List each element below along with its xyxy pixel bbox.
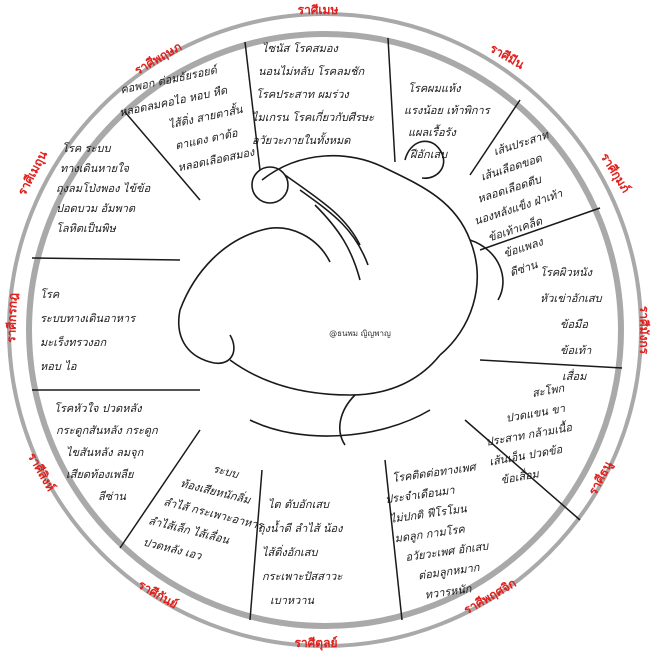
divider-8: [249, 469, 263, 621]
divider-5: [479, 359, 623, 369]
divider-3: [469, 99, 521, 176]
ailment-line: ทางเดินหายใจ: [60, 162, 129, 175]
ailment-line: ต่อมลูกหมาก: [417, 561, 481, 583]
outer-ring: [7, 12, 643, 648]
ailment-line: ดีซ่าน: [508, 258, 539, 279]
ailment-line: ไส้ติ่งอักเสบ: [262, 544, 319, 559]
sign-label-mesha: ราศีเมษ: [298, 3, 339, 17]
sign-label-singha: ราศีสิงห์: [25, 450, 58, 493]
ailment-line: ปอดบวม อัมพาต: [56, 202, 136, 215]
ailment-line: โรคผิวหนัง: [540, 266, 594, 279]
yoga-figure-icon: [178, 140, 504, 446]
ailment-line: อวัยวะภายในทั้งหมด: [252, 132, 351, 147]
ailment-line: ถุงน้ำดี ลำไส้ น้อง: [258, 520, 344, 535]
ailment-line: เบาหวาน: [270, 594, 315, 607]
divider-1: [244, 41, 261, 171]
ailments-mangkon: โรคผิวหนัง หัวเข่าอักเสบ ข้อมือ ข้อเท้า …: [540, 266, 603, 383]
ailment-line: ฝีอักเสบ: [410, 148, 448, 161]
ailment-line: โรค: [40, 288, 60, 301]
ailment-line: กระดูกสันหลัง กระดูก: [56, 424, 159, 437]
ailment-line: สะโพก: [531, 381, 567, 400]
sign-label-kataka: ราศีกรกฎ: [4, 293, 20, 343]
ailment-line: ประจำเดือนมา: [384, 484, 456, 507]
ailment-line: โรคติดต่อทางเพศ: [391, 460, 478, 485]
ailments-mithun: โรค ระบบ ทางเดินหายใจ ถุงลมโป่งพอง ไข้ข้…: [56, 142, 151, 235]
ailment-line: ไขสันหลัง ลมจุก: [66, 446, 145, 459]
ailment-line: เสื่อม: [562, 368, 587, 383]
ailment-line: มะเร็งทรวงอก: [40, 335, 108, 349]
ailments-singha: โรคหัวใจ ปวดหลัง กระดูกสันหลัง กระดูก ไข…: [54, 402, 159, 503]
figure-credit: @ธนพม ญิญพาญ: [329, 329, 391, 338]
ailment-line: โลหิตเป็นพิษ: [56, 221, 117, 235]
ailment-line: ไซนัส โรคสมอง: [262, 42, 339, 55]
ailment-line: ปวดหลัง เอว: [142, 536, 204, 563]
ailment-line: แผลเรื้อรัง: [408, 124, 457, 139]
ailment-line: โรคประสาท ผมร่วง: [256, 88, 350, 101]
ailment-line: ไต ตับอักเสบ: [268, 498, 330, 511]
ailment-line: กระเพาะปัสสาวะ: [262, 570, 343, 583]
ailment-line: ไม่ปกติ ฟีโรโมน: [389, 502, 468, 526]
ailment-line: หัวเข่าอักเสบ: [540, 292, 603, 305]
sign-label-mithun: ราศีเมถุน: [15, 148, 51, 198]
ailments-thanu: สะโพก ปวดแขน ขา ประสาท กล้ามเนื้อ เส้นเอ…: [484, 381, 573, 486]
ailment-line: หอบ ไอ: [40, 360, 77, 373]
ailments-meen: โรคผมแห้ง แรงน้อย เท้าพิการ แผลเรื้อรัง …: [404, 82, 492, 161]
ailment-line: เส้นประสาท: [492, 128, 551, 158]
sign-label-tula: ราศีตุลย์: [295, 636, 338, 651]
ailment-line: มดลูก กามโรค: [394, 523, 466, 546]
ailment-line: ข้อแพลง: [502, 235, 546, 260]
ailment-line: โรคผมแห้ง: [408, 82, 462, 95]
ailment-line: แรงน้อย เท้าพิการ: [404, 104, 492, 117]
divider-7: [384, 459, 403, 621]
ailment-line: ถุงลมโป่งพอง ไข้ข้อ: [56, 182, 151, 195]
ailments-tula: ไต ตับอักเสบ ถุงน้ำดี ลำไส้ น้อง ไส้ติ่ง…: [258, 498, 344, 607]
divider-11: [31, 257, 181, 261]
ailment-line: ข้อเท้า: [560, 344, 592, 357]
ailment-line: ปวดแขน ขา: [505, 402, 567, 425]
ailment-line: โรค ระบบ: [62, 142, 111, 155]
ailment-line: โรคหัวใจ ปวดหลัง: [54, 402, 143, 415]
ailment-line: ลีซ่าน: [98, 490, 126, 503]
sector-dividers: [31, 37, 623, 621]
ailment-line: เสียดท้องเพลีย: [66, 468, 135, 481]
ailments-mesha: ไซนัส โรคสมอง นอนไม่หลับ โรคลมชัก โรคประ…: [252, 42, 375, 147]
sign-label-mangkon: ราศีมังกร: [637, 306, 651, 355]
sign-label-meen: ราศีมีน: [488, 41, 528, 72]
ailment-line: ระบบทางเดินอาหาร: [40, 312, 137, 325]
divider-9: [119, 429, 201, 549]
sign-label-kumpha: ราศีกุมภ์: [597, 151, 633, 196]
ailments-kataka: โรค ระบบทางเดินอาหาร มะเร็งทรวงอก หอบ ไอ: [40, 288, 137, 373]
ailment-line: ไมเกรน โรคเกี่ยวกับศีรษะ: [252, 109, 375, 124]
inner-ring: [26, 31, 624, 629]
divider-12: [124, 111, 201, 201]
ailment-line: ตาแดง ตาต้อ: [174, 126, 239, 152]
ailment-line: นอนไม่หลับ โรคลมชัก: [258, 65, 366, 78]
ailment-line: ระบบ: [212, 462, 241, 481]
divider-6: [464, 419, 581, 521]
divider-4: [479, 207, 601, 251]
ailments-kumpha: เส้นประสาท เส้นเลือดขอด หลอดเลือดตีบ นอง…: [472, 128, 565, 279]
ailment-line: ข้อมือ: [560, 318, 588, 331]
ailments-kanya: ระบบ ท้องเสียหนักลิ่ม ลำไส้ กระเพาะอาหาร…: [142, 462, 267, 563]
divider-2: [387, 37, 396, 163]
